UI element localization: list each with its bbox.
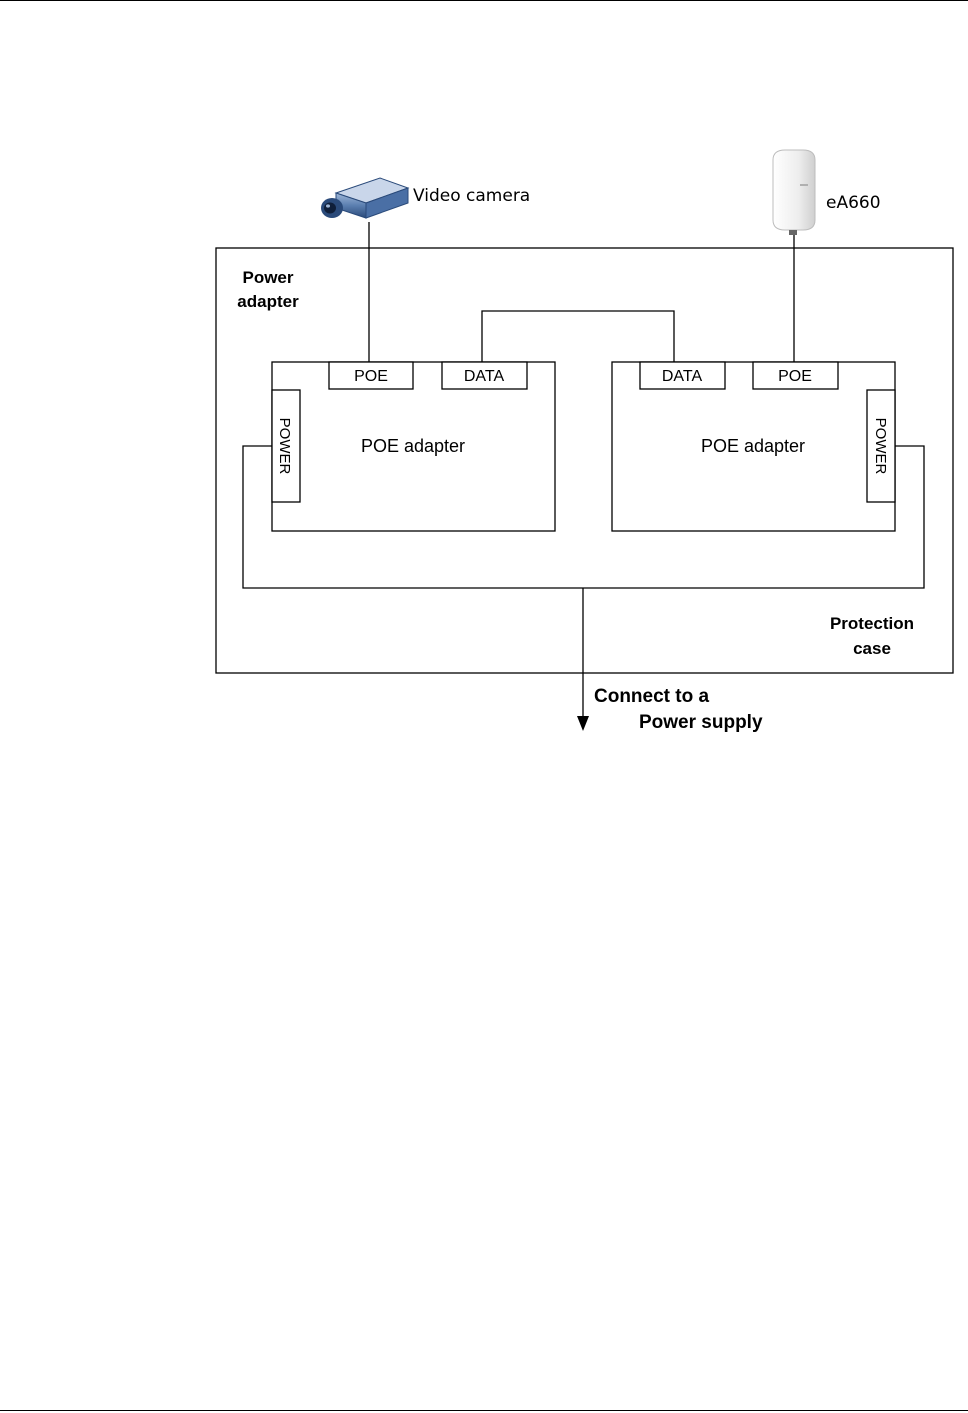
port-poe-left-label: POE [354, 368, 388, 385]
port-power-right-label: POWER [872, 418, 889, 475]
poe-adapter-left-title: POE adapter [361, 436, 465, 456]
power-adapter-label-line2: adapter [237, 292, 299, 311]
port-poe-right-label: POE [778, 368, 812, 385]
camera-label: Video camera [413, 186, 530, 206]
port-power-left-label: POWER [276, 418, 293, 475]
port-data-right-label: DATA [662, 368, 703, 385]
supply-label-line1: Connect to a [594, 686, 709, 707]
video-camera-icon [321, 178, 408, 218]
supply-label-line2: Power supply [639, 712, 763, 733]
poe-adapter-right-title: POE adapter [701, 436, 805, 456]
data-link-cable [482, 311, 674, 362]
power-adapter-label-line1: Power [242, 268, 293, 287]
protection-case-label-line2: case [853, 639, 891, 658]
ap-label: eA660 [826, 193, 881, 213]
access-point-icon [773, 150, 815, 235]
protection-case-label-line1: Protection [830, 614, 914, 633]
poe-adapter-left: POE DATA POWER POE adapter [272, 362, 555, 531]
supply-arrow-icon [577, 716, 589, 731]
port-data-left-label: DATA [464, 368, 505, 385]
poe-adapter-right: DATA POE POWER POE adapter [612, 362, 895, 531]
